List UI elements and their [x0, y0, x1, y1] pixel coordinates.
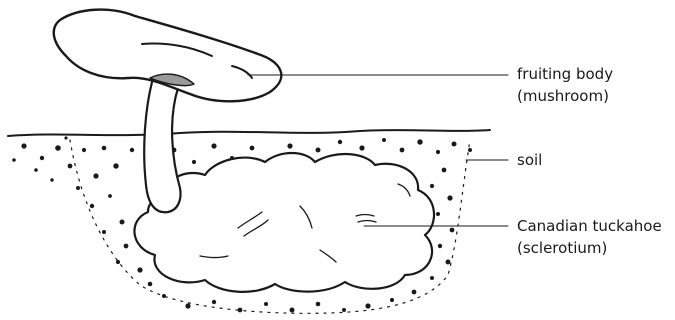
mushroom-stem — [144, 82, 180, 212]
label-mushroom: (mushroom) — [517, 86, 609, 106]
label-sclerotium: (sclerotium) — [517, 238, 607, 258]
label-canadian-tuckahoe: Canadian tuckahoe — [517, 216, 662, 236]
sclerotium — [134, 153, 434, 292]
label-fruiting-body: fruiting body — [517, 64, 613, 84]
soil-surface-line — [8, 130, 490, 136]
label-soil: soil — [517, 150, 542, 170]
